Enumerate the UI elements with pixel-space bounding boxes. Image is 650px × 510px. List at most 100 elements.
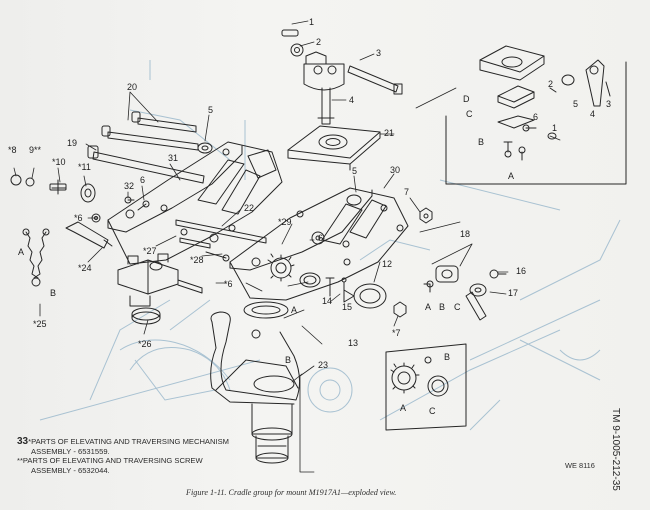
part-25-chain xyxy=(25,231,39,279)
inset-label-5: 5 xyxy=(573,99,579,109)
part-24-handle xyxy=(65,221,109,249)
part-23-post xyxy=(251,403,293,435)
inset-label-3: 3 xyxy=(606,99,612,109)
part-18-block xyxy=(435,265,459,283)
inset-label-B: B xyxy=(478,137,485,147)
tm-side-tag: TM 9-1005-212-35 xyxy=(610,408,621,491)
callout-29: *29 xyxy=(278,217,292,227)
part-29-ring xyxy=(299,272,321,288)
inset-part-6-plate xyxy=(497,115,535,129)
inset-part-3-pin xyxy=(605,81,611,97)
inset-label-A: A xyxy=(508,171,515,181)
part-23-yoke xyxy=(210,311,300,401)
callout-8: *8 xyxy=(8,145,17,155)
part-1-pin xyxy=(281,29,299,37)
gear-inset-gear xyxy=(391,365,417,391)
part-4-spindle xyxy=(321,87,331,125)
inset-part-1-washer xyxy=(547,132,557,140)
part-17-lever xyxy=(465,291,487,321)
inset-label-C: C xyxy=(466,109,473,119)
callout-30: 30 xyxy=(390,165,401,175)
callout-26: *26 xyxy=(138,339,152,349)
inset-part-C-block xyxy=(497,85,535,103)
group18-label-A: A xyxy=(425,302,432,312)
callout-18: 18 xyxy=(460,229,471,239)
part-12-housing xyxy=(353,283,387,309)
callout-6-a: 6 xyxy=(140,175,146,185)
part-2-nut xyxy=(290,43,304,57)
callout-17: 17 xyxy=(508,288,519,298)
footnote-line-1: *PARTS OF ELEVATING AND TRAVERSING MECHA… xyxy=(28,437,229,446)
callout-20: 20 xyxy=(127,82,138,92)
part-5-bushing-left xyxy=(197,142,213,154)
inset-label-2: 2 xyxy=(548,79,554,89)
inset-label-1: 1 xyxy=(552,123,558,133)
footnotes: 33*PARTS OF ELEVATING AND TRAVERSING MEC… xyxy=(17,437,229,475)
inset-part-D-plate xyxy=(479,45,545,73)
part-21-plate xyxy=(287,125,381,159)
part-7-nut xyxy=(419,207,433,224)
yoke-label-A: A xyxy=(291,305,298,315)
callout-14: 14 xyxy=(322,296,333,306)
footnote-line-4: ASSEMBLY - 6532044. xyxy=(31,465,110,475)
part-3-bolt xyxy=(347,65,399,93)
callout-22: 22 xyxy=(244,203,255,213)
callout-10: *10 xyxy=(52,157,66,167)
part-11-bearing xyxy=(80,183,96,203)
gear-inset-label-C: C xyxy=(429,406,436,416)
yoke-label-B: B xyxy=(285,355,292,365)
callout-6-b: 6 xyxy=(318,233,324,243)
part-29-gear xyxy=(270,257,292,279)
callout-9: 9** xyxy=(29,145,42,155)
part-10-screw xyxy=(51,179,67,195)
top-right-inset-frame xyxy=(445,61,627,185)
callout-6-c: *6 xyxy=(74,213,83,223)
part-22-shaft xyxy=(175,219,267,244)
plate-id: WE 8116 xyxy=(565,461,595,470)
callout-31: 31 xyxy=(168,153,179,163)
inset-part-4-lever xyxy=(585,59,605,107)
callout-6-d: *6 xyxy=(224,279,233,289)
part-7-nut-lower xyxy=(393,301,407,318)
callout-16: 16 xyxy=(516,266,527,276)
callout-24: *24 xyxy=(78,263,92,273)
gear-inset-label-A: A xyxy=(400,403,407,413)
part-30-right-side-plate xyxy=(229,187,409,301)
callout-5-right: 5 xyxy=(352,166,358,176)
gear-inset-ring xyxy=(427,375,449,397)
part-16-screw xyxy=(489,269,499,279)
part-5-bushing-right xyxy=(346,194,362,206)
part-20-bolt-a xyxy=(107,131,199,151)
callout-13: 13 xyxy=(348,338,359,348)
part-19-bolt xyxy=(92,151,205,184)
inset-part-2-pin xyxy=(549,87,557,93)
callout-7-lower: *7 xyxy=(392,328,401,338)
inset-label-4: 4 xyxy=(590,109,596,119)
gear-inset-label-B: B xyxy=(444,352,451,362)
callout-21: 21 xyxy=(384,128,395,138)
callout-23: 23 xyxy=(318,360,329,370)
part-8-washer xyxy=(10,174,22,186)
callout-19: 19 xyxy=(67,138,78,148)
callout-4: 4 xyxy=(349,95,355,105)
callout-27: *27 xyxy=(143,246,157,256)
part-27-shaft xyxy=(179,237,211,249)
callout-28: *28 xyxy=(190,255,204,265)
part-4-fork-top xyxy=(305,51,327,65)
callout-25: *25 xyxy=(33,319,47,329)
inset-label-D: D xyxy=(463,94,470,104)
part-23-top-ring xyxy=(243,301,289,319)
callout-15: 15 xyxy=(342,302,353,312)
figure-caption: Figure 1-11. Cradle group for mount M191… xyxy=(186,488,397,497)
chain-label-A: A xyxy=(18,247,25,257)
callout-11: *11 xyxy=(78,162,91,172)
inset-part-5-bushing xyxy=(561,74,575,86)
footnote-callout-33: 33 xyxy=(17,436,29,447)
callout-2: 2 xyxy=(316,37,322,47)
callout-12: 12 xyxy=(382,259,393,269)
inset-label-6: 6 xyxy=(533,112,539,122)
callout-5-left: 5 xyxy=(208,105,214,115)
